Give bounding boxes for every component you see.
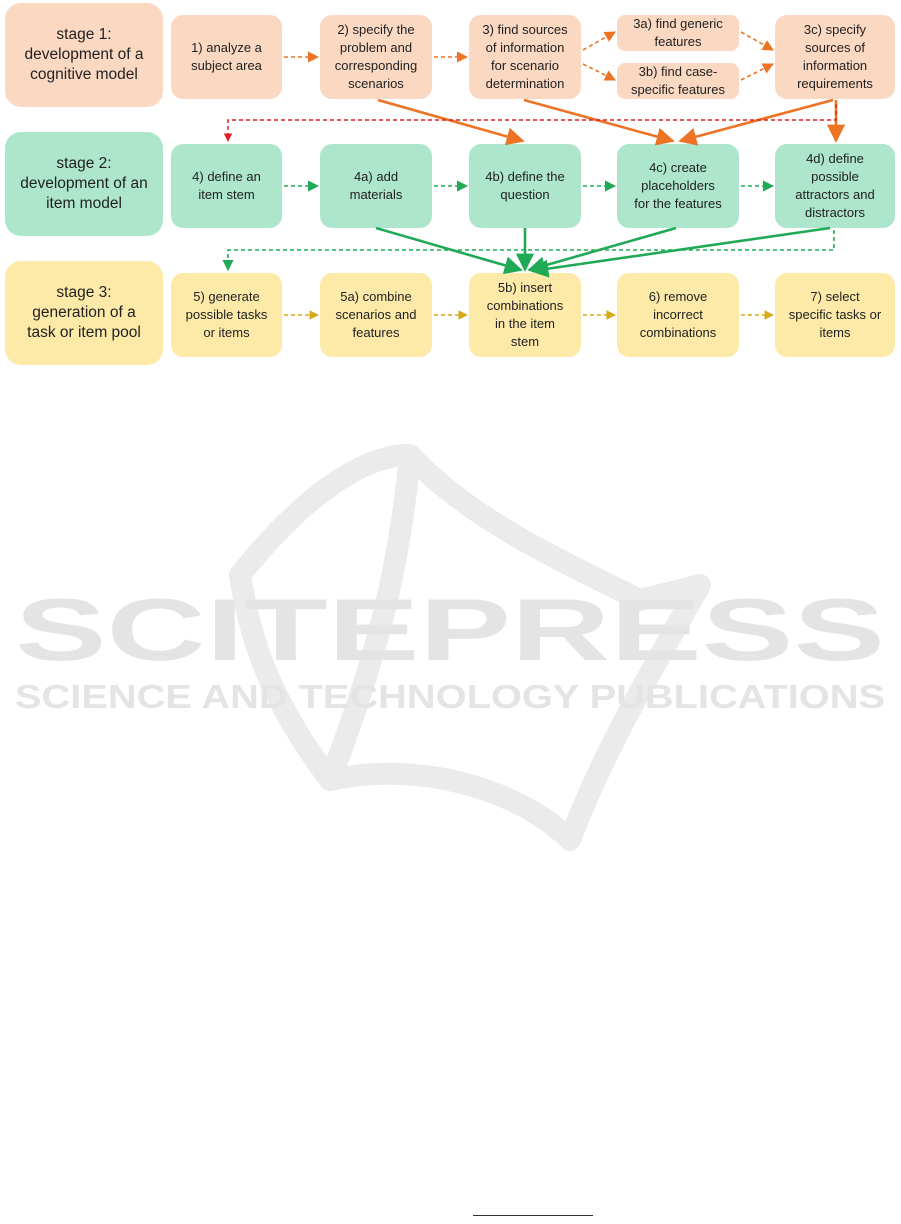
arrow-4c-to-5b [527, 226, 677, 275]
step-6-remove-incorrect: 6) remove incorrect combinations [617, 273, 739, 357]
step-2-specify-problem: 2) specify the problem and corresponding… [320, 15, 432, 99]
step-4c-create-placeholders: 4c) create placeholders for the features [617, 144, 739, 228]
book-logo-icon [229, 444, 711, 851]
arrow-4d-to-5 [222, 230, 835, 272]
step-4b-define-question: 4b) define the question [469, 144, 581, 228]
arrow-3c-to-4-feedback [223, 104, 837, 142]
arrow-3b-to-3c [740, 63, 775, 81]
arrow-4a-to-5b [375, 226, 523, 275]
step-1-analyze-subject-area: 1) analyze a subject area [171, 15, 282, 99]
arrow-4d-to-5b [530, 226, 831, 278]
step-5b-insert-combinations: 5b) insert combinations in the item stem [469, 273, 581, 357]
step-4d-define-attractors: 4d) define possible attractors and distr… [775, 144, 895, 228]
step-4-define-item-stem: 4) define an item stem [171, 144, 282, 228]
arrow-3c-to-4c [678, 98, 834, 146]
flow-arrows [222, 31, 846, 320]
footnote-separator [473, 1215, 593, 1216]
step-5-generate-tasks: 5) generate possible tasks or items [171, 273, 282, 357]
step-7-select-tasks: 7) select specific tasks or items [775, 273, 895, 357]
arrow-3-to-3a [582, 31, 616, 51]
arrow-3a-to-3c [740, 31, 774, 51]
watermark-title: SCITEPRESS [15, 580, 885, 679]
step-3a-generic-features: 3a) find generic features [617, 15, 739, 51]
step-3-find-sources: 3) find sources of information for scena… [469, 15, 581, 99]
step-5a-combine-scenarios: 5a) combine scenarios and features [320, 273, 432, 357]
stage-3-box: stage 3: generation of a task or item po… [5, 261, 163, 365]
arrow-3-to-3b [582, 63, 617, 81]
stage-2-box: stage 2: development of an item model [5, 132, 163, 236]
stage-1-box: stage 1: development of a cognitive mode… [5, 3, 163, 107]
watermark-subtitle: SCIENCE AND TECHNOLOGY PUBLICATIONS [15, 678, 885, 715]
step-3c-specify-sources: 3c) specify sources of information requi… [775, 15, 895, 99]
step-4a-add-materials: 4a) add materials [320, 144, 432, 228]
step-3b-case-specific-features: 3b) find case- specific features [617, 63, 739, 99]
